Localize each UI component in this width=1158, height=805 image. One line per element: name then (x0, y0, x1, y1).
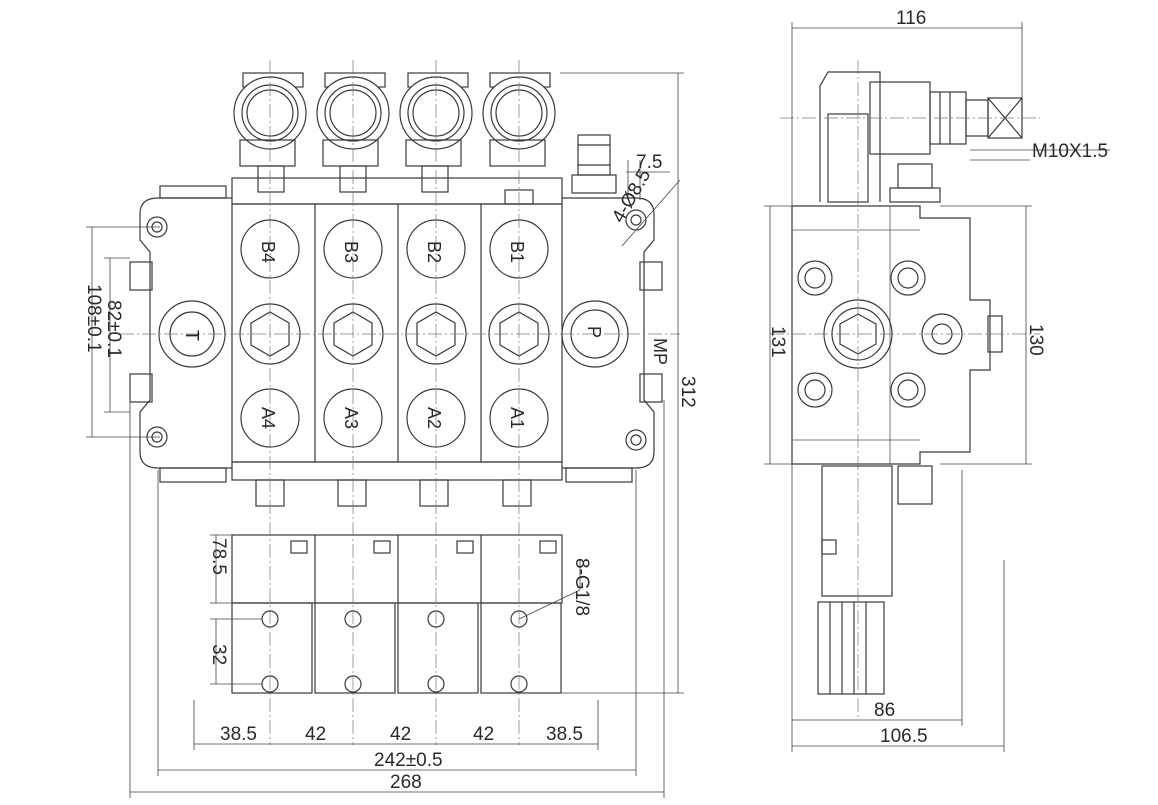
top-solenoids (231, 72, 617, 205)
front-centerlines (120, 60, 680, 745)
dim-section-1: 38.5 (220, 724, 257, 745)
side-dimensions (764, 22, 1110, 752)
dim-section-5: 38.5 (546, 724, 583, 745)
port-label-t: T (182, 330, 202, 341)
side-bottom (817, 465, 933, 695)
dim-mount-height: 108±0.1 (83, 284, 104, 353)
dim-side-width-116: 116 (896, 8, 926, 29)
dim-overall-width: 268 (390, 772, 422, 793)
dim-side-bottom-106: 106.5 (880, 726, 928, 747)
side-centerlines (770, 60, 1040, 720)
side-view: 116 M10X1.5 131 130 86 106.5 (764, 8, 1110, 752)
front-labels: B4 B3 B2 B1 A4 A3 A2 A1 T P MP 312 108±0… (83, 152, 698, 793)
dim-side-bottom-86: 86 (874, 700, 895, 721)
port-label-a1: A1 (507, 407, 527, 429)
side-labels: 116 M10X1.5 131 130 86 106.5 (767, 8, 1108, 747)
front-dimensions (86, 72, 684, 798)
dim-section-4: 42 (473, 724, 494, 745)
port-label-a4: A4 (258, 407, 278, 429)
port-label-p: P (584, 326, 604, 338)
dim-coil: 78.5 (208, 538, 229, 575)
port-label-b3: B3 (341, 241, 361, 263)
dim-side-height-130: 130 (1025, 324, 1046, 356)
dim-section-3: 42 (390, 724, 411, 745)
port-label-b4: B4 (258, 241, 278, 263)
side-body (791, 205, 1003, 465)
port-label-a3: A3 (341, 407, 361, 429)
dim-side-height-131: 131 (767, 326, 788, 358)
port-label-b1: B1 (507, 241, 527, 263)
dim-pilot-ports: 8-G1/8 (571, 558, 592, 616)
front-view: B4 B3 B2 B1 A4 A3 A2 A1 T P MP 312 108±0… (83, 60, 698, 798)
dim-section-2: 42 (305, 724, 326, 745)
dim-height-312: 312 (677, 376, 698, 408)
port-label-mp: MP (650, 338, 670, 365)
dim-manual: 32 (208, 644, 229, 665)
dim-thread: M10X1.5 (1032, 141, 1108, 162)
port-label-b2: B2 (424, 241, 444, 263)
side-connector (819, 71, 1023, 203)
port-label-a2: A2 (424, 407, 444, 429)
dim-mount-width: 242±0.5 (374, 750, 443, 771)
bottom-solenoids (231, 461, 563, 694)
dim-hole-offset: 7.5 (636, 152, 662, 173)
dim-port-offset: 82±0.1 (103, 300, 124, 358)
